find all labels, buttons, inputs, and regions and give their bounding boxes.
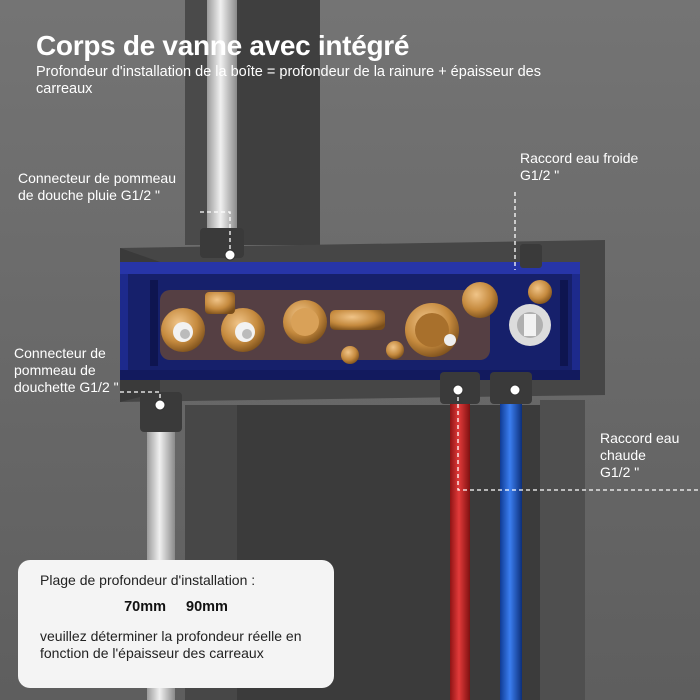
rain-shower-pipe	[207, 0, 237, 250]
depth-values: 70mm 90mm	[18, 599, 334, 615]
rain-shower-label: Connecteur de pommeau de douche pluie G1…	[18, 170, 176, 203]
rain-shower-marker	[224, 249, 236, 261]
page-title: Corps de vanne avec intégré	[36, 30, 410, 61]
depth-note: veuillez déterminer la profondeur réelle…	[40, 628, 302, 661]
depth-max: 90mm	[186, 599, 228, 615]
page-subtitle: Profondeur d'installation de la boîte = …	[36, 64, 541, 97]
installation-depth-box: Plage de profondeur d'installation : 70m…	[18, 560, 334, 688]
cold-water-marker	[509, 384, 521, 396]
hand-shower-marker	[154, 399, 166, 411]
depth-heading: Plage de profondeur d'installation :	[40, 572, 256, 588]
hot-water-marker	[452, 384, 464, 396]
hot-water-pipe	[450, 390, 470, 700]
hand-shower-label: Connecteur de pommeau de douchette G1/2 …	[14, 345, 119, 395]
callout-lines	[120, 192, 700, 491]
cold-water-pipe	[500, 390, 522, 700]
depth-min: 70mm	[124, 599, 166, 615]
cold-water-label: Raccord eau froide G1/2 "	[520, 150, 639, 183]
hot-water-label: Raccord eau chaude G1/2 "	[600, 430, 680, 480]
brass-valves	[160, 280, 552, 364]
